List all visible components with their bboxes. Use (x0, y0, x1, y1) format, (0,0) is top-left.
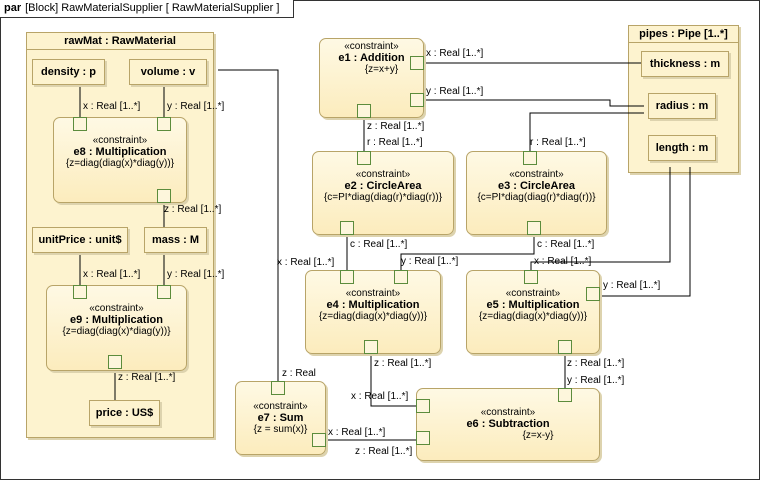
e1-port-x[interactable] (410, 56, 424, 70)
e7-port-z[interactable] (271, 381, 285, 395)
e2-port-c[interactable] (340, 221, 354, 235)
constraint-e6[interactable]: «constraint» e6 : Subtraction {z=x-y} (416, 388, 600, 461)
thickness-property[interactable]: thickness : m (641, 51, 729, 77)
e8-port-y[interactable] (157, 117, 171, 131)
e4-z-label: z : Real [1..*] (374, 358, 432, 369)
e3-port-r[interactable] (523, 151, 537, 165)
e7-x-label: x : Real [1..*] (328, 427, 386, 438)
e6-port-x[interactable] (416, 399, 430, 413)
e3-c-label: c : Real [1..*] (537, 239, 595, 250)
e5-y-label: y : Real [1..*] (603, 280, 661, 291)
e5-x-label: x : Real [1..*] (534, 256, 592, 267)
e8-y-label: y : Real [1..*] (167, 101, 225, 112)
length-property[interactable]: length : m (648, 135, 716, 161)
e1-z-label: z : Real [1..*] (367, 121, 425, 132)
e6-x-label: x : Real [1..*] (351, 391, 409, 402)
e5-port-z[interactable] (558, 340, 572, 354)
e2-port-r[interactable] (357, 151, 371, 165)
e6-port-y[interactable] (558, 388, 572, 402)
radius-property[interactable]: radius : m (648, 93, 716, 119)
raw-material-title: rawMat : RawMaterial (27, 33, 213, 50)
e9-port-y[interactable] (157, 285, 171, 299)
e8-z-label: z : Real [1..*] (164, 204, 222, 215)
e7-port-x[interactable] (312, 433, 326, 447)
e5-port-y[interactable] (586, 287, 600, 301)
constraint-e1[interactable]: «constraint» e1 : Addition {z=x+y} (319, 38, 424, 118)
price-property[interactable]: price : US$ (89, 400, 160, 426)
diagram-frame-tab: par[Block] RawMaterialSupplier [ RawMate… (0, 0, 295, 18)
e9-port-z[interactable] (108, 355, 122, 369)
e5-port-x[interactable] (524, 270, 538, 284)
e8-port-z[interactable] (157, 189, 171, 203)
e2-r-label: r : Real [1..*] (367, 137, 423, 148)
e8-port-x[interactable] (73, 117, 87, 131)
e4-port-x[interactable] (340, 270, 354, 284)
e6-y-label: y : Real [1..*] (567, 375, 625, 386)
e3-r-label: r : Real [1..*] (530, 137, 586, 148)
e8-x-label: x : Real [1..*] (83, 101, 141, 112)
pipes-title: pipes : Pipe [1..*] (629, 26, 738, 43)
density-property[interactable]: density : p (32, 59, 105, 85)
e7-x-external-label: x : Real [1..*] (277, 257, 335, 268)
e4-port-z[interactable] (364, 340, 378, 354)
e2-c-label: c : Real [1..*] (350, 239, 408, 250)
e7-z-label: z : Real (282, 368, 316, 379)
e5-z-label: z : Real [1..*] (567, 358, 625, 369)
e9-z-label: z : Real [1..*] (118, 372, 176, 383)
e3-port-c[interactable] (527, 221, 541, 235)
mass-property[interactable]: mass : M (144, 227, 207, 253)
e6-z-label: z : Real [1..*] (355, 446, 413, 457)
e6-port-z[interactable] (416, 431, 430, 445)
e1-port-y[interactable] (410, 93, 424, 107)
e9-x-label: x : Real [1..*] (83, 269, 141, 280)
volume-property[interactable]: volume : v (129, 59, 207, 85)
e4-y-label: y : Real [1..*] (401, 256, 459, 267)
constraint-e2[interactable]: «constraint» e2 : CircleArea {c=PI*diag(… (312, 151, 454, 235)
constraint-e3[interactable]: «constraint» e3 : CircleArea {c=PI*diag(… (466, 151, 607, 235)
e9-port-x[interactable] (73, 285, 87, 299)
e4-port-y[interactable] (394, 270, 408, 284)
constraint-e8[interactable]: «constraint» e8 : Multiplication {z=diag… (53, 117, 187, 203)
constraint-e5[interactable]: «constraint» e5 : Multiplication {z=diag… (466, 270, 600, 354)
e1-port-z[interactable] (357, 104, 371, 118)
e9-y-label: y : Real [1..*] (167, 269, 225, 280)
e1-x-label: x : Real [1..*] (426, 48, 484, 59)
e1-y-label: y : Real [1..*] (426, 86, 484, 97)
unit-price-property[interactable]: unitPrice : unit$ (32, 227, 128, 253)
